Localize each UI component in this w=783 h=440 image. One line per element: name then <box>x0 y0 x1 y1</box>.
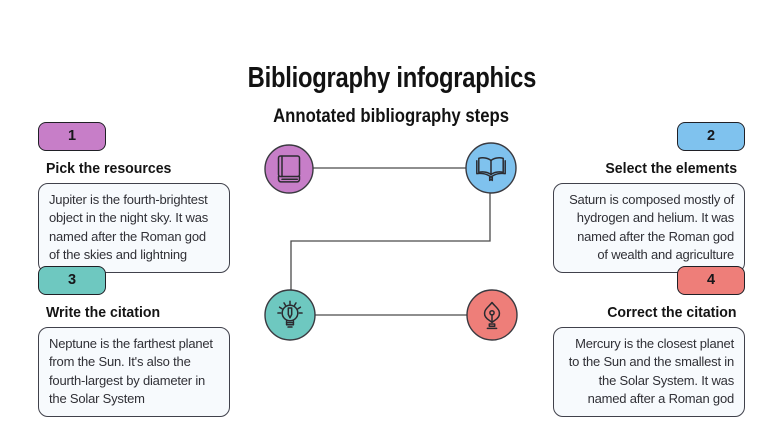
step-1-section: 1 Pick the resources Jupiter is the four… <box>38 122 230 273</box>
open-book-icon <box>476 157 506 182</box>
node-circle-teal <box>264 289 316 341</box>
step-3-section: 3 Write the citation Neptune is the fart… <box>38 266 230 417</box>
step-3-note: Neptune is the farthest planet from the … <box>38 327 230 417</box>
connector-lines <box>290 167 491 316</box>
step-2-number-badge: 2 <box>677 122 745 151</box>
step-3-heading: Write the citation <box>38 304 230 322</box>
step-2-heading: Select the elements <box>553 160 745 178</box>
page-subtitle: Annotated bibliography steps <box>0 106 783 128</box>
step-1-note: Jupiter is the fourth-brightest object i… <box>38 183 230 273</box>
step-2-section: 2 Select the elements Saturn is composed… <box>553 122 745 273</box>
step-1-heading: Pick the resources <box>38 160 230 178</box>
node-select-elements <box>465 142 517 194</box>
node-pick-resources <box>264 144 314 194</box>
node-write-citation <box>264 289 316 341</box>
closed-book-icon <box>277 155 301 183</box>
lightbulb-icon <box>277 300 303 328</box>
step-3-number-badge: 3 <box>38 266 106 295</box>
step-1-number-badge: 1 <box>38 122 106 151</box>
connector-middle <box>290 193 491 290</box>
page-subtitle-text: Annotated bibliography steps <box>273 105 510 127</box>
step-4-section: 4 Correct the citation Mercury is the cl… <box>553 266 745 417</box>
step-2-heading-text: Select the elements <box>605 160 737 177</box>
node-circle-purple <box>264 144 314 194</box>
pen-nib-icon <box>483 301 501 330</box>
step-4-heading: Correct the citation <box>553 304 745 322</box>
page-title-text: Bibliography infographics <box>247 62 536 95</box>
node-correct-citation <box>466 289 518 341</box>
step-4-heading-text: Correct the citation <box>607 304 737 321</box>
page-title: Bibliography infographics <box>0 62 783 95</box>
step-4-note: Mercury is the closest planet to the Sun… <box>553 327 745 417</box>
step-1-heading-text: Pick the resources <box>46 160 172 177</box>
step-2-note: Saturn is composed mostly of hydrogen an… <box>553 183 745 273</box>
step-4-number-badge: 4 <box>677 266 745 295</box>
step-3-heading-text: Write the citation <box>46 304 161 321</box>
